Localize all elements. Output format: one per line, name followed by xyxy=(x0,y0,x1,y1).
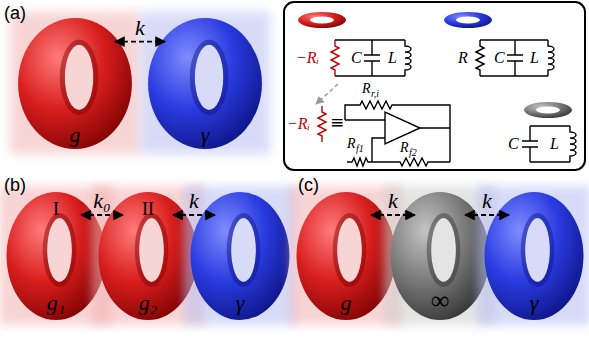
feedback-wire xyxy=(345,101,450,162)
expand-arrow xyxy=(316,84,338,104)
inset-frame xyxy=(284,2,585,170)
resonator-label: g₁ xyxy=(47,292,66,314)
glow xyxy=(477,186,589,325)
resistor-symbol xyxy=(331,40,339,76)
glow xyxy=(140,12,270,154)
torus-body xyxy=(191,192,290,320)
torus-body xyxy=(485,192,584,320)
ring-icon xyxy=(298,12,346,28)
panel-label: (c) xyxy=(298,176,319,194)
coupling-label: k xyxy=(189,190,199,212)
torus-rim xyxy=(60,40,99,116)
resonator: Ig₁ xyxy=(31,188,81,323)
resonator-label: II xyxy=(142,200,154,218)
opamp-symbol xyxy=(385,112,420,144)
resonator: g xyxy=(321,188,371,323)
ring-icon xyxy=(524,102,572,118)
circuit-label: −Rᵢ xyxy=(287,116,310,132)
wire xyxy=(345,120,450,162)
wire xyxy=(530,126,570,162)
capacitor-symbol xyxy=(364,40,380,76)
resonator: γ xyxy=(165,14,245,152)
circuit-label: R xyxy=(458,50,468,66)
torus-rim xyxy=(427,213,461,287)
resonator: γ xyxy=(509,188,559,323)
torus-body xyxy=(18,18,132,149)
resonator-label: ∞ xyxy=(431,288,450,314)
resistor-symbol xyxy=(372,158,450,166)
circuit-label: f1 xyxy=(356,144,364,154)
torus-body xyxy=(99,192,198,320)
circuit-label: L xyxy=(550,136,559,152)
torus-body xyxy=(297,192,396,320)
circuit-label: R xyxy=(362,82,371,96)
resonator: II g₂ xyxy=(123,188,173,323)
inductor-symbol xyxy=(405,40,411,76)
capacitor-symbol xyxy=(522,126,538,162)
coupling-label: k xyxy=(388,190,398,212)
resistor-symbol xyxy=(476,40,484,76)
coupling-label: k₀ xyxy=(93,190,110,212)
circuit-label: r,i xyxy=(371,89,379,99)
wire xyxy=(480,40,548,76)
resistor-symbol xyxy=(318,106,326,142)
torus-body xyxy=(391,192,490,320)
ring-icon xyxy=(444,12,492,28)
torus-rim xyxy=(43,213,77,287)
circuit-label: −Rᵢ xyxy=(296,50,319,66)
resonator-label: g xyxy=(70,124,81,146)
inductor-symbol xyxy=(570,126,576,162)
torus-body xyxy=(7,192,106,320)
resonator-label: g xyxy=(341,292,352,314)
circuit-label: R xyxy=(400,141,409,155)
torus-rim xyxy=(227,213,261,287)
circuit-label: L xyxy=(388,50,397,66)
circuit-label: ≡ xyxy=(330,114,344,131)
resonator-label: I xyxy=(53,200,59,218)
resonator: γ xyxy=(215,188,265,323)
circuit-label: C xyxy=(494,50,505,66)
glow xyxy=(10,12,140,154)
resonator-label: γ xyxy=(201,124,210,146)
coupling-label: k xyxy=(135,17,145,39)
circuit-label: L xyxy=(530,50,539,66)
inductor-symbol xyxy=(548,40,554,76)
panel-label: (b) xyxy=(4,176,26,194)
wire xyxy=(335,40,405,76)
resistor-symbol xyxy=(347,158,372,166)
resonator-label: γ xyxy=(530,292,539,314)
resonator: ∞ xyxy=(415,188,465,323)
resonator-label: γ xyxy=(236,292,245,314)
circuit-label: f2 xyxy=(409,148,417,158)
torus-rim xyxy=(190,40,229,116)
coupling-label: k xyxy=(482,190,492,212)
resonator-label: g₂ xyxy=(139,292,158,314)
torus-rim xyxy=(521,213,555,287)
glow xyxy=(183,186,296,325)
torus-rim xyxy=(135,213,169,287)
circuit-label: C xyxy=(351,50,362,66)
resonator: g xyxy=(35,14,115,152)
torus-body xyxy=(148,18,262,149)
circuit-label: R xyxy=(347,137,356,151)
torus-rim xyxy=(333,213,367,287)
capacitor-symbol xyxy=(507,40,523,76)
panel-label: (a) xyxy=(4,4,26,22)
circuit-label: C xyxy=(508,136,519,152)
